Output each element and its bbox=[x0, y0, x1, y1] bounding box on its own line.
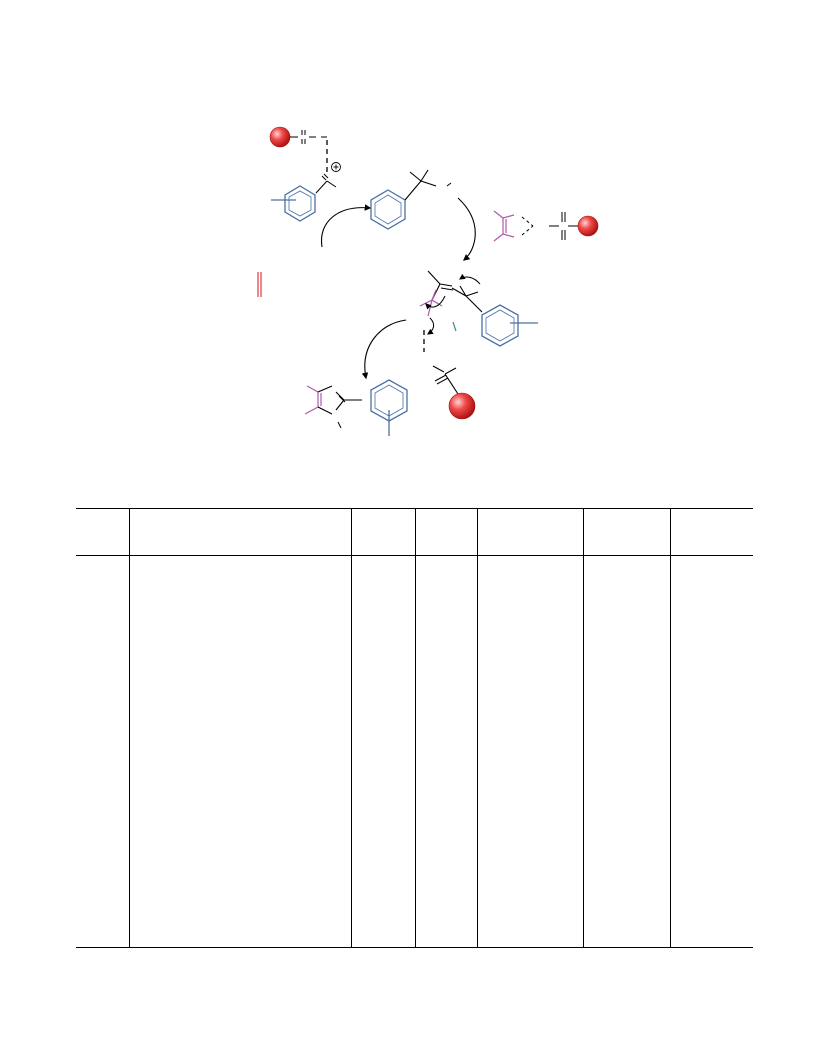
table-cell bbox=[669, 555, 753, 948]
electron-arrow-icon bbox=[427, 317, 435, 335]
column-header bbox=[128, 508, 351, 556]
column-header bbox=[350, 508, 415, 556]
cycle-arrow-icon bbox=[457, 197, 476, 261]
aryl-intermediate-top bbox=[370, 169, 452, 230]
table-cell bbox=[76, 555, 129, 948]
charge-plus-icon bbox=[331, 162, 341, 172]
catalyst-bead-top-left bbox=[269, 126, 328, 174]
reaction-scheme-drawing bbox=[257, 126, 599, 436]
reaction-scheme bbox=[0, 0, 816, 480]
electron-arrow-icon bbox=[425, 295, 446, 310]
red-sphere-icon bbox=[448, 392, 476, 420]
table-header-row bbox=[76, 508, 753, 556]
heterocycle-fragment-right bbox=[493, 210, 534, 242]
table-cell bbox=[128, 555, 351, 948]
table-cell bbox=[476, 555, 583, 948]
central-intermediate bbox=[419, 270, 538, 352]
electron-arrow-icon bbox=[459, 273, 481, 285]
column-header bbox=[582, 508, 670, 556]
table-cell bbox=[350, 555, 415, 948]
table-row bbox=[76, 555, 753, 948]
table-cell bbox=[582, 555, 670, 948]
results-table-wrapper bbox=[76, 508, 753, 948]
table-cell bbox=[414, 555, 477, 948]
column-header bbox=[476, 508, 583, 556]
red-sphere-icon bbox=[269, 126, 291, 148]
acylium-cation bbox=[271, 162, 341, 222]
cycle-arrow-icon bbox=[320, 204, 372, 248]
red-fragment-left bbox=[257, 272, 262, 297]
column-header bbox=[414, 508, 477, 556]
cycle-arrow-icon bbox=[361, 319, 407, 380]
column-header bbox=[76, 508, 129, 556]
catalyst-bead-right bbox=[549, 212, 599, 240]
results-table bbox=[76, 508, 753, 948]
product-molecule bbox=[304, 379, 408, 436]
catalyst-bead-bottom bbox=[432, 365, 476, 420]
red-sphere-icon bbox=[577, 215, 599, 237]
column-header bbox=[669, 508, 753, 556]
